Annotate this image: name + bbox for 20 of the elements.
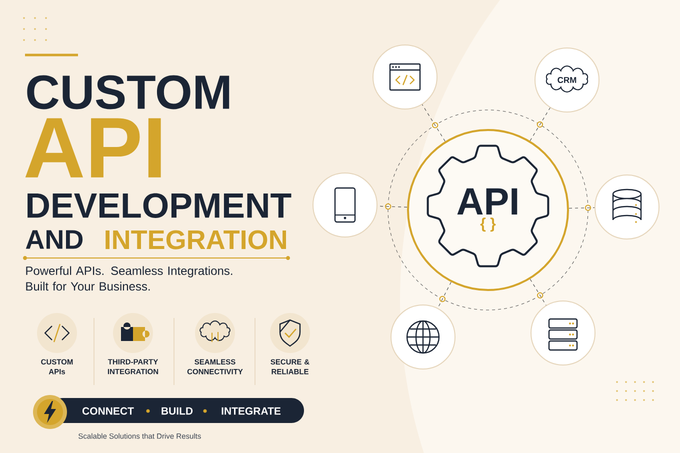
tagline: Powerful APIs. Seamless Integrations. Built for Your Business. [26, 266, 232, 291]
icon-circle [530, 300, 596, 366]
headline-text: AND [26, 230, 83, 249]
dashed-connector [438, 282, 452, 308]
banner-word: INTEGRATE [222, 407, 281, 415]
dashed-connector [377, 206, 408, 208]
icon-circle [594, 174, 660, 240]
icon-circle [372, 44, 438, 110]
banner-word: BUILD [162, 407, 193, 415]
headline-text: API [25, 118, 161, 178]
icon-circle [390, 304, 456, 370]
dashed-connector [530, 278, 546, 306]
dashed-connector [530, 107, 550, 142]
dashed-connector [422, 104, 446, 142]
headline-text: CUSTOM [27, 75, 230, 110]
dashed-connector [568, 207, 595, 209]
banner-word: CONNECT [82, 407, 134, 415]
icon-circle [312, 172, 378, 238]
headline-text: INTEGRATION [106, 230, 286, 250]
headline-text: DEVELOPMENT [28, 193, 292, 218]
